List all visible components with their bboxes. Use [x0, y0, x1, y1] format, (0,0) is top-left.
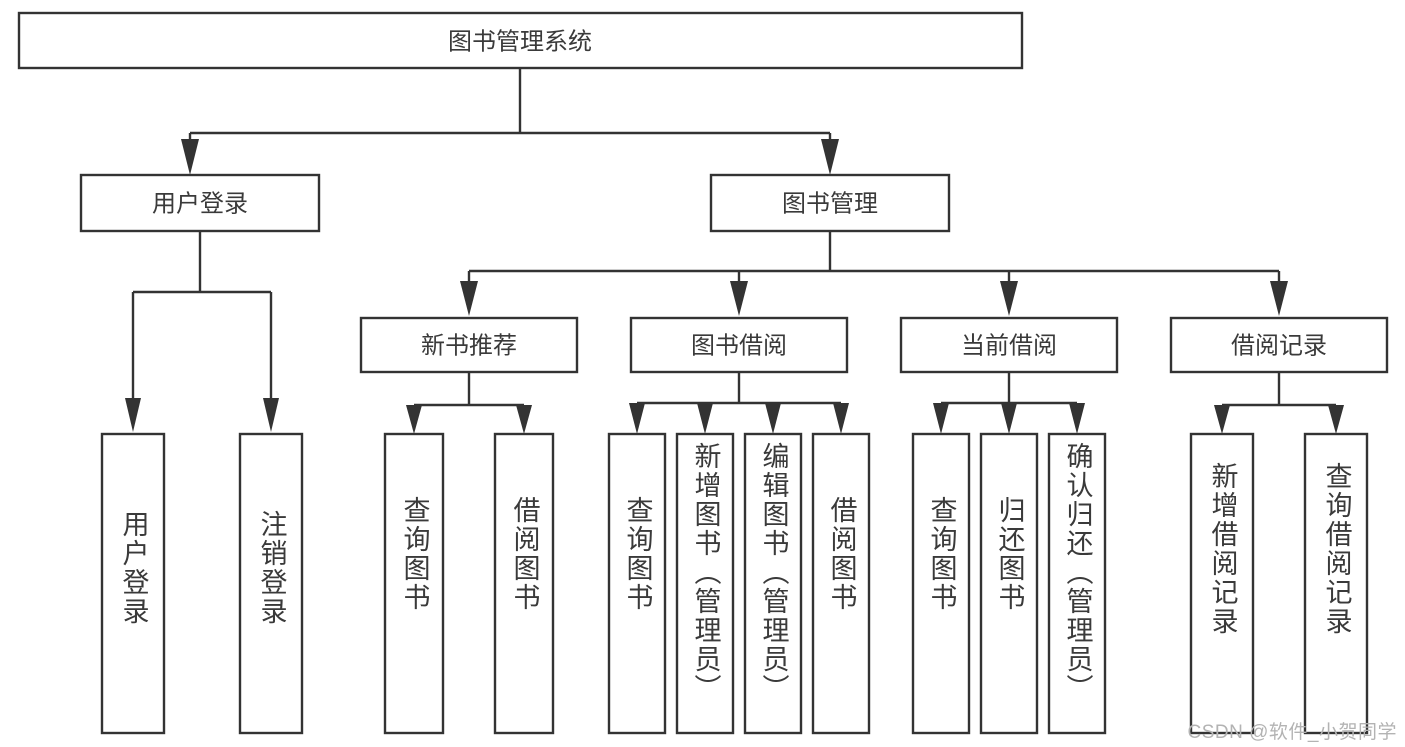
- arrow-to-leaf-add-book-icon: [697, 403, 713, 434]
- arrow-to-leaf-return-book-icon: [1001, 403, 1017, 434]
- current-borrow-label: 当前借阅: [961, 333, 1057, 360]
- book-borrow-box[interactable]: [629, 316, 849, 374]
- arrow-to-borrow-record-icon: [1270, 281, 1288, 316]
- node-borrow-record[interactable]: 借阅记录: [1169, 316, 1389, 374]
- leaf-add-record-box[interactable]: [1189, 432, 1255, 735]
- book-manage-label: 图书管理: [782, 191, 878, 218]
- book-manage-box[interactable]: [709, 173, 951, 233]
- node-user-login[interactable]: 用户登录: [79, 173, 321, 233]
- borrow-record-label: 借阅记录: [1231, 333, 1327, 360]
- leaf-query-book-2-box[interactable]: [607, 432, 667, 735]
- current-borrow-box[interactable]: [899, 316, 1119, 374]
- arrow-to-leaf-logout-icon: [263, 398, 279, 432]
- leaf-confirm-return-box[interactable]: [1047, 432, 1107, 735]
- user-login-label: 用户登录: [152, 191, 248, 218]
- arrow-to-leaf-query-book-1-icon: [406, 405, 422, 434]
- leaf-add-book-box[interactable]: [675, 432, 735, 735]
- arrow-to-current-borrow-icon: [1000, 281, 1018, 316]
- arrow-to-leaf-query-book-3-icon: [933, 403, 949, 434]
- new-book-rec-box[interactable]: [359, 316, 579, 374]
- arrow-to-book-manage-icon: [821, 139, 839, 175]
- arrow-to-leaf-borrow-book-2-icon: [833, 403, 849, 434]
- new-book-rec-label: 新书推荐: [421, 333, 517, 360]
- arrow-to-leaf-borrow-book-1-icon: [516, 405, 532, 434]
- arrow-to-leaf-edit-book-icon: [765, 403, 781, 434]
- root-label: 图书管理系统: [448, 29, 592, 56]
- arrow-to-new-book-rec-icon: [460, 281, 478, 316]
- leaf-query-book-3-box[interactable]: [911, 432, 971, 735]
- node-book-manage[interactable]: 图书管理: [709, 173, 951, 233]
- arrow-to-leaf-add-record-icon: [1214, 405, 1230, 434]
- leaf-query-record-box[interactable]: [1303, 432, 1369, 735]
- leaf-return-book-box[interactable]: [979, 432, 1039, 735]
- leaf-edit-book-box[interactable]: [743, 432, 803, 735]
- arrow-to-user-login-icon: [181, 139, 199, 175]
- arrow-to-leaf-user-login-icon: [125, 398, 141, 432]
- csdn-watermark: CSDN @软件_小贺同学: [1187, 722, 1397, 743]
- node-current-borrow[interactable]: 当前借阅: [899, 316, 1119, 374]
- book-borrow-label: 图书借阅: [691, 333, 787, 360]
- leaf-user-login-box[interactable]: [100, 432, 166, 735]
- node-root[interactable]: 图书管理系统: [17, 11, 1024, 70]
- leaf-query-book-1-box[interactable]: [383, 432, 445, 735]
- arrow-to-book-borrow-icon: [730, 281, 748, 316]
- leaf-borrow-book-2-box[interactable]: [811, 432, 871, 735]
- leaf-logout-box[interactable]: [238, 432, 304, 735]
- root-box[interactable]: [17, 11, 1024, 70]
- node-new-book-rec[interactable]: 新书推荐: [359, 316, 579, 374]
- arrow-to-leaf-confirm-return-icon: [1069, 403, 1085, 434]
- arrow-to-leaf-query-record-icon: [1328, 405, 1344, 434]
- borrow-record-box[interactable]: [1169, 316, 1389, 374]
- leaf-borrow-book-1-box[interactable]: [493, 432, 555, 735]
- node-book-borrow[interactable]: 图书借阅: [629, 316, 849, 374]
- arrow-to-leaf-query-book-2-icon: [629, 403, 645, 434]
